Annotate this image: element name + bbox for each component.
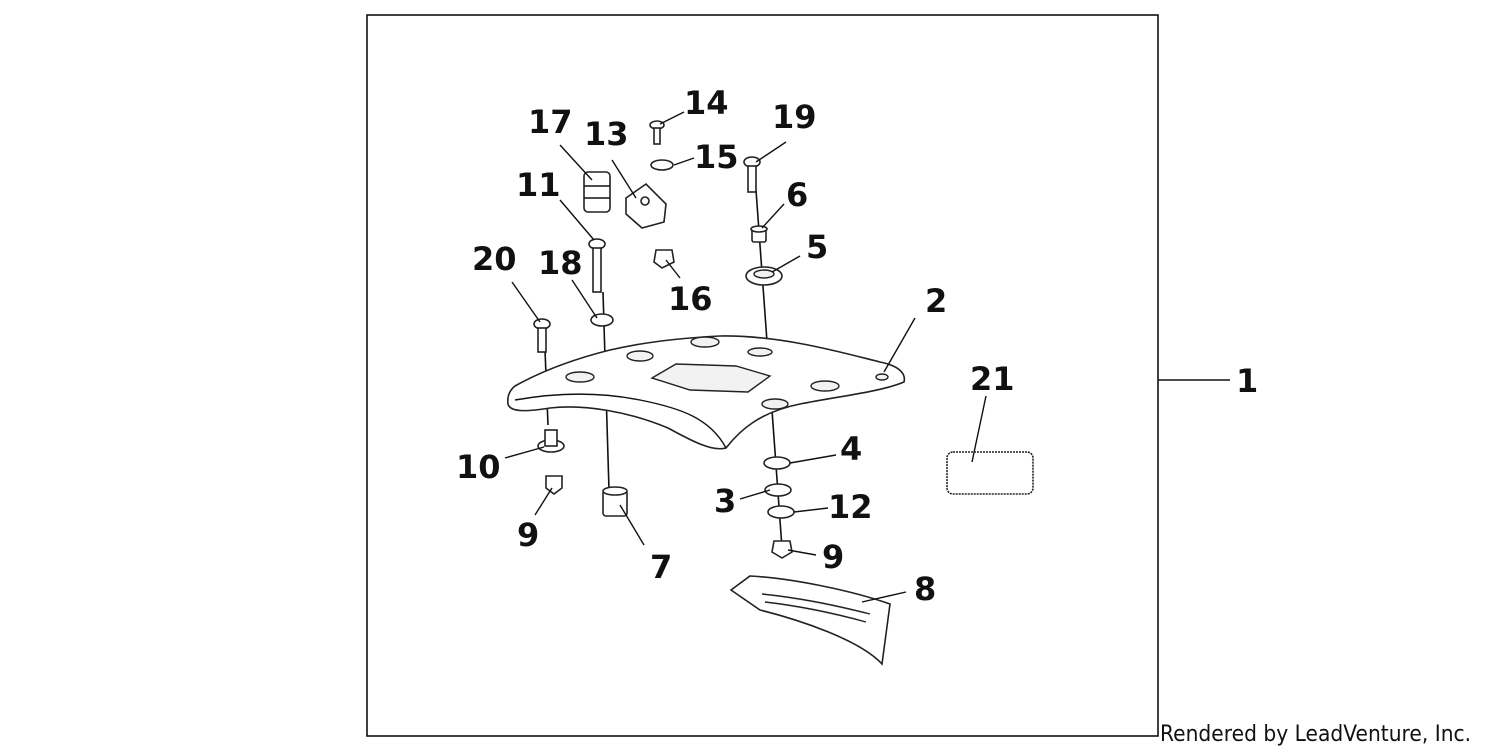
callout-19: 19 — [772, 98, 817, 136]
callout-9-right: 9 — [822, 538, 844, 576]
label-21 — [946, 451, 1034, 495]
callout-13: 13 — [584, 115, 629, 153]
bracket-13 — [625, 182, 667, 229]
spacer-7 — [602, 486, 628, 517]
rack-plate — [507, 335, 906, 450]
callout-14: 14 — [684, 84, 729, 122]
render-credit: Rendered by LeadVenture, Inc. — [1160, 722, 1472, 747]
bolt-19 — [743, 156, 761, 193]
nut-9-right — [771, 540, 793, 559]
bolt-11 — [588, 238, 606, 293]
callout-15: 15 — [694, 138, 739, 176]
callout-2: 2 — [925, 282, 947, 320]
nut-9-left — [545, 475, 563, 495]
washer-3 — [764, 483, 792, 497]
callout-9-left: 9 — [517, 516, 539, 554]
leader-lines — [504, 111, 987, 603]
callout-5: 5 — [806, 228, 828, 266]
washer-18 — [590, 313, 614, 327]
collar-10 — [537, 429, 565, 453]
bolt-20 — [533, 318, 551, 353]
callout-8: 8 — [914, 570, 936, 608]
callout-7: 7 — [650, 548, 672, 586]
callout-3: 3 — [714, 482, 736, 520]
washer-15 — [650, 159, 674, 171]
diagram-frame — [366, 14, 1159, 737]
callout-18: 18 — [538, 244, 583, 282]
callout-21: 21 — [970, 360, 1015, 398]
callout-12: 12 — [828, 488, 873, 526]
washer-4 — [763, 456, 791, 470]
guard-plate-8 — [729, 575, 891, 666]
washer-12 — [767, 505, 795, 519]
callout-16: 16 — [668, 280, 713, 318]
screw-14 — [649, 120, 665, 145]
callout-6: 6 — [786, 176, 808, 214]
callout-1: 1 — [1236, 362, 1258, 400]
callout-11: 11 — [516, 166, 561, 204]
callout-4: 4 — [840, 430, 862, 468]
callout-10: 10 — [456, 448, 501, 486]
callout-17: 17 — [528, 103, 573, 141]
collar — [750, 225, 768, 243]
callout-20: 20 — [472, 240, 517, 278]
damper-17 — [583, 171, 611, 213]
